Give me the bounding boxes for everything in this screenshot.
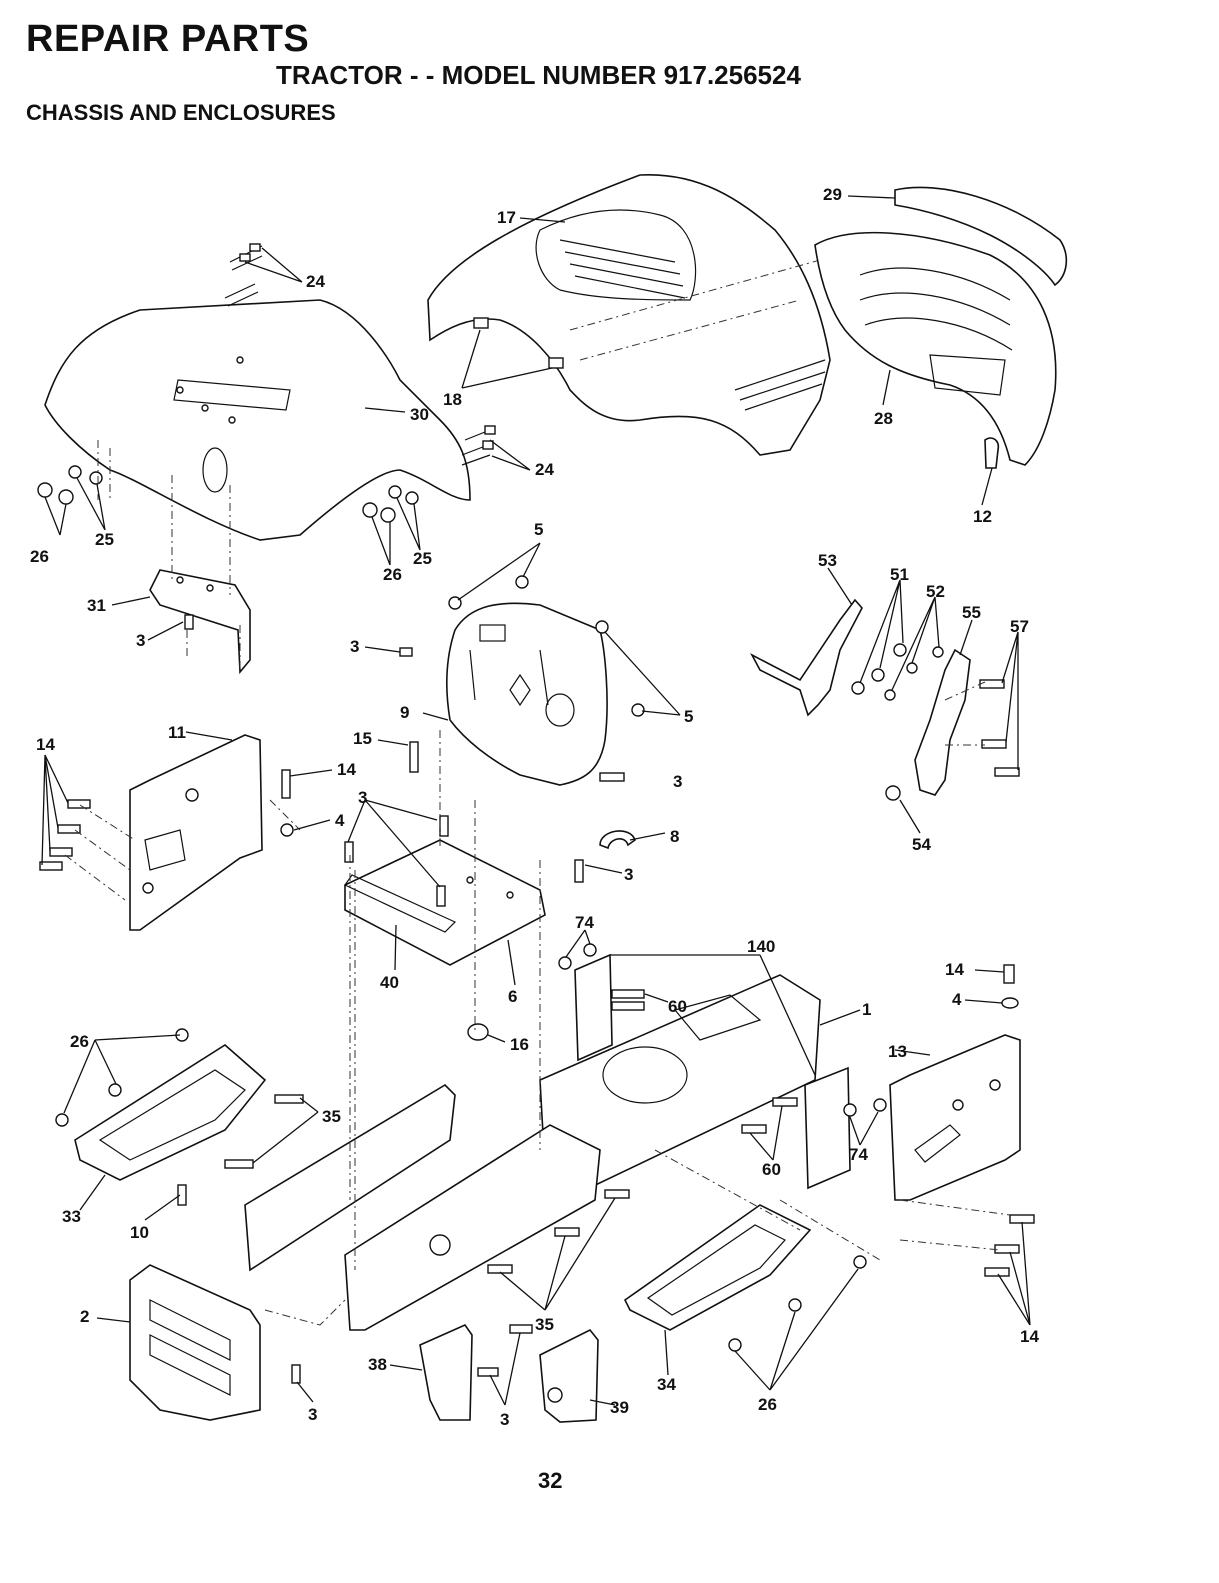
side-panel-13-part — [890, 1035, 1020, 1200]
callout-14-b: 14 — [337, 760, 356, 779]
nuts-washers-left — [38, 466, 102, 504]
callout-6: 6 — [508, 987, 517, 1006]
callout-3-f: 3 — [500, 1410, 509, 1429]
plate-2-part — [130, 1265, 260, 1420]
hood-pad-1 — [474, 318, 488, 328]
callout-38: 38 — [368, 1355, 387, 1374]
bolt-24-lower — [462, 426, 495, 465]
nuts-washers-center — [363, 486, 418, 522]
callout-13: 13 — [888, 1042, 907, 1061]
callout-52: 52 — [926, 582, 945, 601]
callout-140: 140 — [747, 937, 775, 956]
callout-60: 60 — [668, 997, 687, 1016]
footrest-34-part — [625, 1205, 810, 1330]
callout-26-center: 26 — [383, 565, 402, 584]
callout-17: 17 — [497, 208, 516, 227]
callout-51: 51 — [890, 565, 909, 584]
bracket-55-part — [915, 650, 970, 795]
callout-25: 25 — [95, 530, 114, 549]
callout-16: 16 — [510, 1035, 529, 1054]
callout-54: 54 — [912, 835, 931, 854]
callout-30: 30 — [410, 405, 429, 424]
bracket-140-left — [575, 955, 612, 1060]
callout-33: 33 — [62, 1207, 81, 1226]
callout-29: 29 — [823, 185, 842, 204]
callout-14-d: 14 — [1020, 1327, 1039, 1346]
dash-panel-part — [45, 300, 470, 540]
callout-15: 15 — [353, 729, 372, 748]
clamp-8 — [600, 831, 635, 848]
callout-60-b: 60 — [762, 1160, 781, 1179]
callout-3: 3 — [136, 631, 145, 650]
callout-26: 26 — [30, 547, 49, 566]
callout-74: 74 — [575, 913, 594, 932]
callout-25-center: 25 — [413, 549, 432, 568]
bolt-24-upper — [225, 244, 262, 306]
callout-3-g: 3 — [308, 1405, 317, 1424]
bracket-38-part — [420, 1325, 472, 1420]
callout-11: 11 — [168, 723, 186, 742]
callout-3-b: 3 — [350, 637, 359, 656]
hood-pad-2 — [549, 358, 563, 368]
grommet-16 — [468, 1024, 488, 1040]
callout-3-d: 3 — [673, 772, 682, 791]
clip-part — [985, 438, 998, 468]
callout-9: 9 — [400, 703, 409, 722]
callout-57: 57 — [1010, 617, 1029, 636]
dash-support-part — [447, 603, 607, 785]
callout-18: 18 — [443, 390, 462, 409]
callout-53: 53 — [818, 551, 837, 570]
callout-14-c: 14 — [945, 960, 964, 979]
callout-24-lower: 24 — [535, 460, 554, 479]
bracket-31-part — [150, 570, 250, 672]
callout-35: 35 — [322, 1107, 341, 1126]
bracket-39-part — [540, 1330, 598, 1422]
callout-40: 40 — [380, 973, 399, 992]
callout-26-d: 26 — [758, 1395, 777, 1414]
bracket-53-part — [752, 600, 862, 715]
page-number: 32 — [538, 1468, 562, 1494]
side-panel-11-part — [130, 735, 262, 930]
callout-4: 4 — [335, 811, 345, 830]
callout-3-c: 3 — [358, 788, 367, 807]
callout-10: 10 — [130, 1223, 149, 1242]
callout-26-c: 26 — [70, 1032, 89, 1051]
callout-35-b: 35 — [535, 1315, 554, 1334]
callout-5-right: 5 — [684, 707, 693, 726]
callout-4-b: 4 — [952, 990, 962, 1009]
bracket-140-right — [805, 1068, 850, 1188]
callout-2: 2 — [80, 1307, 89, 1326]
callout-3-e: 3 — [624, 865, 633, 884]
callout-34: 34 — [657, 1375, 676, 1394]
callout-24: 24 — [306, 272, 325, 291]
callout-1: 1 — [862, 1000, 871, 1019]
callout-74-b: 74 — [849, 1145, 868, 1164]
callout-55: 55 — [962, 603, 981, 622]
callout-8: 8 — [670, 827, 679, 846]
callout-39: 39 — [610, 1398, 629, 1417]
callout-12: 12 — [973, 507, 992, 526]
callout-31: 31 — [87, 596, 106, 615]
hood-part — [428, 175, 830, 455]
callout-28: 28 — [874, 409, 893, 428]
callout-14: 14 — [36, 735, 55, 754]
callout-5: 5 — [534, 520, 543, 539]
grille-part — [815, 233, 1056, 468]
